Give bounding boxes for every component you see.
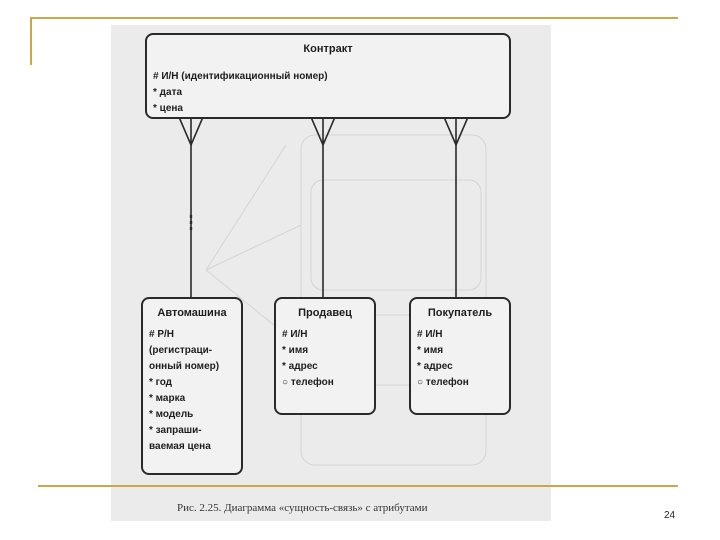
entity-seller-title: Продавец (298, 307, 352, 319)
seller-attr-address: * адрес (282, 361, 318, 372)
entity-contract-title: Контракт (303, 43, 353, 55)
buyer-attr-address: * адрес (417, 361, 453, 372)
buyer-attr-name: * имя (417, 345, 444, 356)
car-attr-reg-number-cont-1: (регистраци- (149, 345, 213, 356)
seller-attr-phone: ○ телефон (282, 377, 334, 388)
slide-left-rule (30, 17, 32, 65)
car-attr-year: * год (149, 377, 173, 388)
contract-seller-crowfoot (310, 116, 336, 148)
figure-caption: Рис. 2.25. Диаграмма «сущность-связь» с … (177, 502, 428, 514)
entity-car-title: Автомашина (157, 307, 227, 319)
contract-buyer-crowfoot (443, 116, 469, 148)
entity-buyer-title: Покупатель (427, 307, 493, 319)
car-attr-reg-number: # Р/Н (149, 329, 175, 340)
entity-seller: Продавец # И/Н * имя * адрес ○ телефон (274, 297, 376, 415)
buyer-attr-id: # И/Н (417, 329, 443, 340)
contract-car-crowfoot (178, 116, 204, 148)
seller-attr-id: # И/Н (282, 329, 308, 340)
car-attr-asking-price: * запраши- (149, 425, 202, 436)
page-number: 24 (664, 510, 676, 521)
contract-attr-date: * дата (153, 87, 183, 98)
car-attr-asking-price-cont: ваемая цена (149, 441, 211, 452)
car-attr-model: * модель (149, 409, 194, 420)
seller-attr-name: * имя (282, 345, 309, 356)
er-diagram-scan: Контракт # И/Н (идентификационный номер)… (111, 25, 551, 521)
contract-attr-price: * цена (153, 103, 183, 114)
entity-buyer: Покупатель # И/Н * имя * адрес ○ телефон (409, 297, 511, 415)
car-attr-reg-number-cont-2: онный номер) (149, 361, 220, 372)
entity-contract: Контракт # И/Н (идентификационный номер)… (145, 33, 511, 119)
car-attr-make: * марка (149, 393, 186, 404)
contract-attr-id: # И/Н (идентификационный номер) (153, 71, 328, 82)
entity-car: Автомашина # Р/Н (регистраци- онный номе… (141, 297, 243, 475)
ghost-rect-2 (310, 179, 482, 291)
slide-top-rule (30, 17, 678, 19)
slide-bottom-rule (38, 485, 678, 487)
buyer-attr-phone: ○ телефон (417, 377, 469, 388)
